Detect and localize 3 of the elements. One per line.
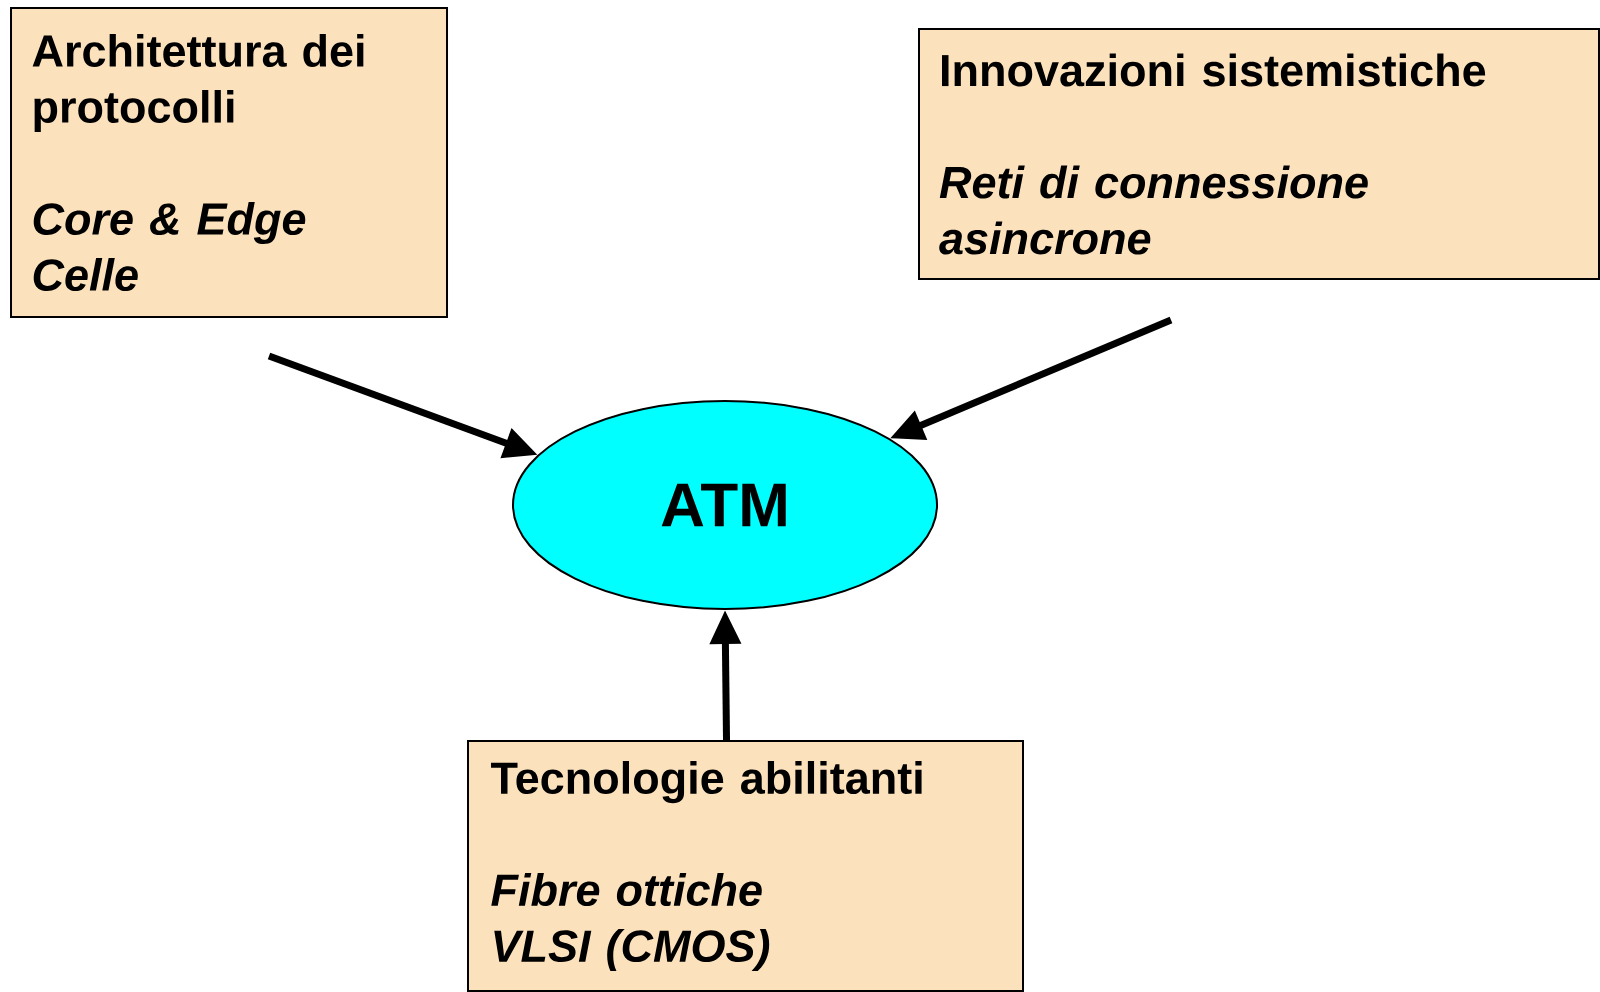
- text-box: Innovazioni sistemistiche Reti di connessione asincrone: [918, 28, 1600, 280]
- text-box: Tecnologie abilitanti Fibre ottiche VLSI (CMOS): [467, 740, 1024, 992]
- text-box: Architettura dei protocolli Core & Edge Celle: [10, 7, 448, 318]
